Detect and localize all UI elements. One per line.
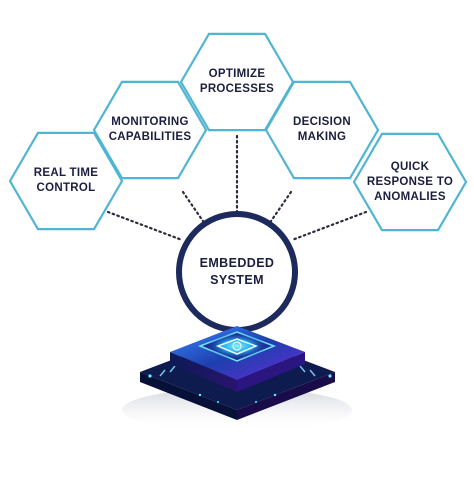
hexagon-monitoring-capabilities bbox=[92, 80, 208, 180]
capability-hexagons bbox=[8, 32, 468, 232]
hexagon-real-time-control bbox=[8, 131, 124, 231]
label-quick-response-to-anomalies: QUICK RESPONSE TO ANOMALIES bbox=[366, 160, 454, 203]
connector-decision-making bbox=[267, 190, 293, 226]
connector-monitoring-capabilities bbox=[181, 190, 207, 226]
hexagon-decision-making bbox=[264, 80, 380, 180]
label-monitoring-capabilities: MONITORING CAPABILITIES bbox=[108, 116, 192, 143]
label-optimize-processes: OPTIMIZE PROCESSES bbox=[199, 68, 275, 95]
label-decision-making: DECISION MAKING bbox=[293, 116, 351, 143]
microchip-icon bbox=[122, 326, 352, 432]
connector-lines bbox=[106, 134, 368, 242]
label-real-time-control: REAL TIME CONTROL bbox=[33, 167, 99, 194]
hexagon-quick-response-to-anomalies bbox=[352, 132, 468, 232]
connector-real-time-control bbox=[106, 210, 184, 242]
center-label: EMBEDDED SYSTEM bbox=[199, 256, 275, 287]
connector-quick-response-to-anomalies bbox=[290, 210, 368, 242]
